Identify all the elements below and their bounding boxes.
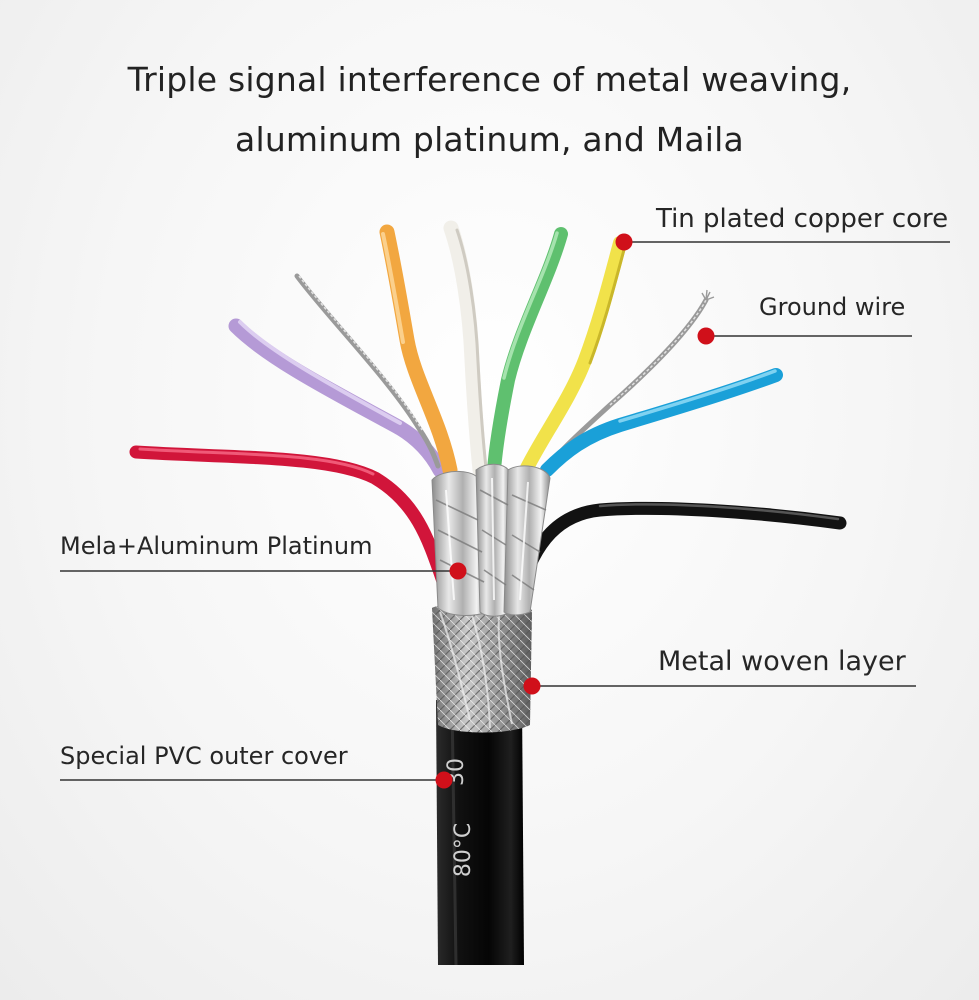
purple-wire-highlight [238, 320, 402, 425]
red-wire [129, 445, 453, 597]
green-wire [487, 227, 568, 477]
label-metal-woven-layer: Metal woven layer [658, 646, 906, 677]
blue-wire [540, 368, 783, 477]
ground-wire-frayed-tip [701, 289, 715, 301]
marker-metal [523, 677, 541, 695]
orange-wire [379, 224, 458, 478]
yellow-wire [518, 236, 627, 479]
orange-wire-highlight [381, 232, 405, 344]
label-ground-wire: Ground wire [759, 293, 906, 321]
diagram-title-line-2: aluminum platinum, and Maila [235, 120, 744, 159]
marker-tin [615, 233, 633, 251]
white-wire-shade [455, 228, 488, 470]
jacket-print: 30 80°C [444, 758, 476, 877]
leader-lines [60, 241, 950, 781]
jacket-print-temp: 80°C [451, 823, 476, 877]
markers [435, 233, 715, 789]
ground-wire-left-strands [298, 275, 423, 431]
marker-pvc [435, 771, 453, 789]
ground-wire-right-strands [609, 299, 707, 406]
red-wire-highlight [138, 447, 375, 476]
foil-shields [431, 463, 551, 617]
black-wire [513, 501, 847, 599]
blue-wire-highlight [618, 369, 777, 423]
marker-mela [449, 562, 467, 580]
marker-ground [697, 327, 715, 345]
white-wire [443, 220, 488, 478]
yellow-wire-shade [588, 244, 627, 365]
wires [129, 220, 847, 599]
label-tin-plated-copper-core: Tin plated copper core [656, 204, 949, 234]
black-wire-highlight [598, 503, 840, 521]
metal-braid [432, 602, 532, 733]
label-mela-aluminum-platinum: Mela+Aluminum Platinum [60, 532, 373, 560]
diagram-title-line-1: Triple signal interference of metal weav… [127, 60, 852, 99]
label-special-pvc-outer-cover: Special PVC outer cover [60, 742, 348, 770]
ground-wire-left [294, 273, 441, 469]
pvc-jacket [436, 700, 524, 966]
purple-wire [228, 318, 448, 478]
green-wire-highlight [502, 231, 559, 380]
